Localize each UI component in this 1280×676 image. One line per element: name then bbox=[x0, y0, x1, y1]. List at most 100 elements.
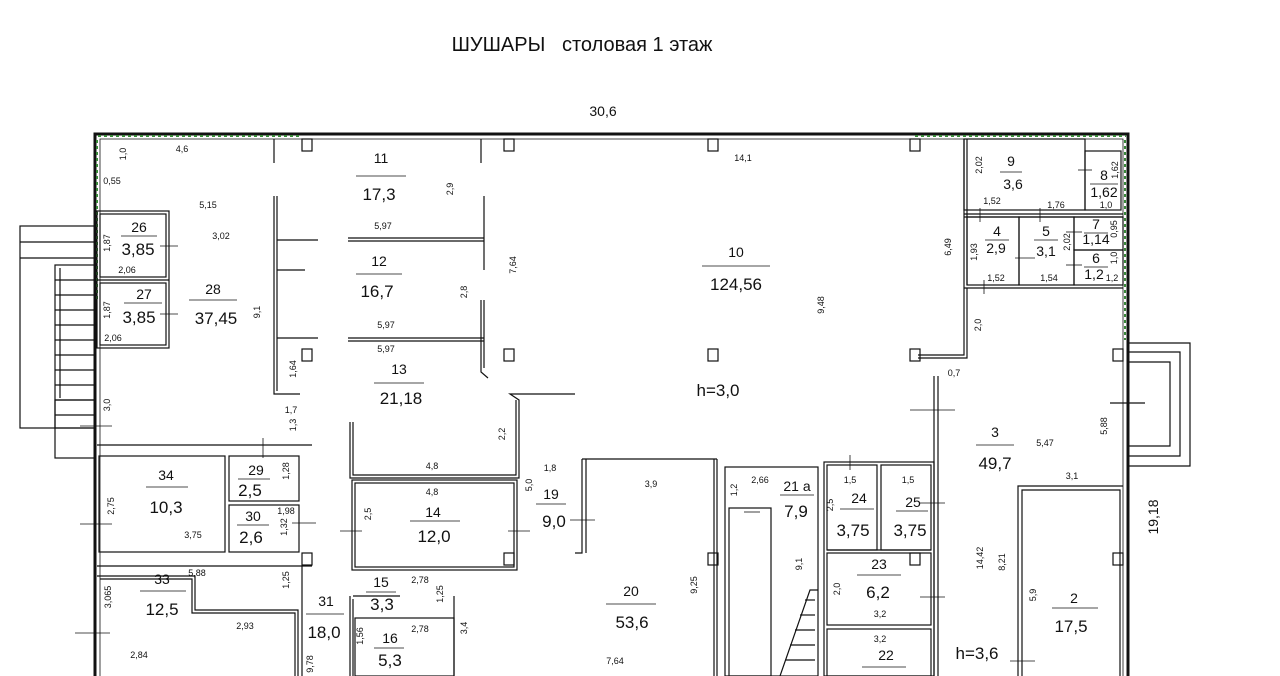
room-area: 10,3 bbox=[149, 498, 182, 517]
right-porch bbox=[1110, 342, 1191, 467]
dimension-label: 2,93 bbox=[236, 621, 254, 631]
dimension-label: 8,21 bbox=[997, 553, 1007, 571]
dimension-label: 2,02 bbox=[1062, 233, 1072, 251]
room-10: 10 124,56 bbox=[702, 244, 770, 294]
dimension-label: 9,25 bbox=[689, 576, 699, 594]
dimension-label: 1,64 bbox=[288, 360, 298, 378]
room-number: 9 bbox=[1007, 153, 1015, 169]
room-34: 34 10,3 bbox=[146, 467, 188, 517]
room-area: 1,62 bbox=[1090, 184, 1117, 200]
room-area: 6,2 bbox=[866, 583, 890, 602]
room-number: 3 bbox=[991, 424, 999, 440]
ceiling-height-right: h=3,6 bbox=[955, 644, 998, 663]
room-11: 11 17,3 bbox=[356, 150, 406, 204]
dimension-label: 1,0 bbox=[1100, 200, 1113, 210]
room-6: 6 1,2 bbox=[1084, 250, 1108, 282]
dimension-label: 1,98 bbox=[277, 506, 295, 516]
dimension-label: 2,84 bbox=[130, 650, 148, 660]
dimension-label: 5,15 bbox=[199, 200, 217, 210]
room-area: 49,7 bbox=[978, 454, 1011, 473]
room-26: 26 3,85 bbox=[121, 219, 157, 259]
dimension-label: 1,28 bbox=[281, 462, 291, 480]
room-area: 3,75 bbox=[893, 521, 926, 540]
dimension-label: 3,1 bbox=[1066, 471, 1079, 481]
dimension-label: 5,47 bbox=[1036, 438, 1054, 448]
room-number: 33 bbox=[154, 571, 170, 587]
dimension-label: 5,9 bbox=[1028, 589, 1038, 602]
dimension-label: 4,6 bbox=[176, 144, 189, 154]
room-3: 3 49,7 bbox=[976, 424, 1014, 473]
room-number: 23 bbox=[871, 556, 887, 572]
room-area: 12,5 bbox=[145, 600, 178, 619]
room-area: 18,0 bbox=[307, 623, 340, 642]
dimension-label: 2,75 bbox=[106, 497, 116, 515]
room-33: 33 12,5 bbox=[140, 571, 186, 619]
dimension-label: 2,66 bbox=[751, 475, 769, 485]
room-area: 3,85 bbox=[121, 240, 154, 259]
room-area: 3,85 bbox=[122, 308, 155, 327]
dimension-label: 1,8 bbox=[544, 463, 557, 473]
room-number: 21 а bbox=[783, 478, 810, 494]
room-number: 27 bbox=[136, 286, 152, 302]
dimension-label: 1,93 bbox=[969, 243, 979, 261]
dimension-label: 2,5 bbox=[825, 499, 835, 512]
room-15: 15 3,3 bbox=[366, 574, 396, 614]
room-area: 3,3 bbox=[370, 595, 394, 614]
dimension-label: 1,25 bbox=[281, 571, 291, 589]
dimension-label: 1,87 bbox=[102, 301, 112, 319]
room-area: 5,3 bbox=[378, 651, 402, 670]
room-labels: 11 17,3 12 16,7 13 21,18 10 124,56 h=3,0… bbox=[121, 150, 1118, 670]
room-16: 16 5,3 bbox=[374, 630, 404, 670]
room-19: 19 9,0 bbox=[536, 486, 566, 531]
room-31: 31 18,0 bbox=[306, 593, 344, 642]
dimension-label: 3,065 bbox=[103, 586, 113, 609]
room-area: 9,0 bbox=[542, 512, 566, 531]
room-area: 21,18 bbox=[380, 389, 423, 408]
room-23: 23 6,2 bbox=[857, 556, 901, 602]
room-number: 14 bbox=[425, 504, 441, 520]
dimension-label: 1,3 bbox=[288, 419, 298, 432]
dimension-label: 14,1 bbox=[734, 153, 752, 163]
plan-title: ШУШАРЫ столовая 1 этаж bbox=[452, 34, 713, 56]
interior-walls bbox=[96, 138, 1124, 676]
dimension-label: 4,8 bbox=[426, 461, 439, 471]
dimension-label: 1,87 bbox=[102, 234, 112, 252]
room-number: 19 bbox=[543, 486, 559, 502]
dimension-label: 2,0 bbox=[832, 583, 842, 596]
room-29: 29 2,5 bbox=[238, 462, 270, 500]
dimension-label: 1,5 bbox=[844, 475, 857, 485]
room-27: 27 3,85 bbox=[122, 286, 162, 327]
dimension-label: 7,64 bbox=[606, 656, 624, 666]
ceiling-height-main: h=3,0 bbox=[696, 381, 739, 400]
dimension-label: 1,2 bbox=[729, 484, 739, 497]
room-area: 124,56 bbox=[710, 275, 762, 294]
room-21a: 21 а 7,9 bbox=[780, 478, 814, 521]
dimension-label: 1,52 bbox=[983, 196, 1001, 206]
dimension-label: 1,56 bbox=[355, 627, 365, 645]
dimension-label: 0,7 bbox=[948, 368, 961, 378]
dimension-label: 3,2 bbox=[874, 609, 887, 619]
dimension-label: 2,0 bbox=[973, 319, 983, 332]
dimension-labels: 4,6 1,0 0,55 5,15 3,02 1,87 2,06 1,87 2,… bbox=[102, 144, 1120, 673]
dimension-label: 9,1 bbox=[794, 558, 804, 571]
room-number: 4 bbox=[993, 223, 1001, 239]
room-area: 3,6 bbox=[1003, 176, 1023, 192]
room-area: 3,75 bbox=[836, 521, 869, 540]
room-area: 37,45 bbox=[195, 309, 238, 328]
room-number: 11 bbox=[374, 150, 389, 166]
room-number: 20 bbox=[623, 583, 639, 599]
room-number: 31 bbox=[318, 593, 334, 609]
room-number: 5 bbox=[1042, 223, 1050, 239]
room-5: 5 3,1 bbox=[1034, 223, 1058, 259]
dimension-label: 1,32 bbox=[279, 518, 289, 536]
dimension-label: 1,5 bbox=[902, 475, 915, 485]
room-24: 24 3,75 bbox=[836, 490, 874, 540]
dimension-label: 4,8 bbox=[426, 487, 439, 497]
room-area: 3,1 bbox=[1036, 243, 1056, 259]
dimension-label: 1,25 bbox=[435, 585, 445, 603]
room-number: 30 bbox=[245, 508, 261, 524]
dimension-label: 5,97 bbox=[374, 221, 392, 231]
dimension-label: 1,2 bbox=[1106, 273, 1119, 283]
room-number: 13 bbox=[391, 361, 407, 377]
dimension-label: 3,02 bbox=[212, 231, 230, 241]
